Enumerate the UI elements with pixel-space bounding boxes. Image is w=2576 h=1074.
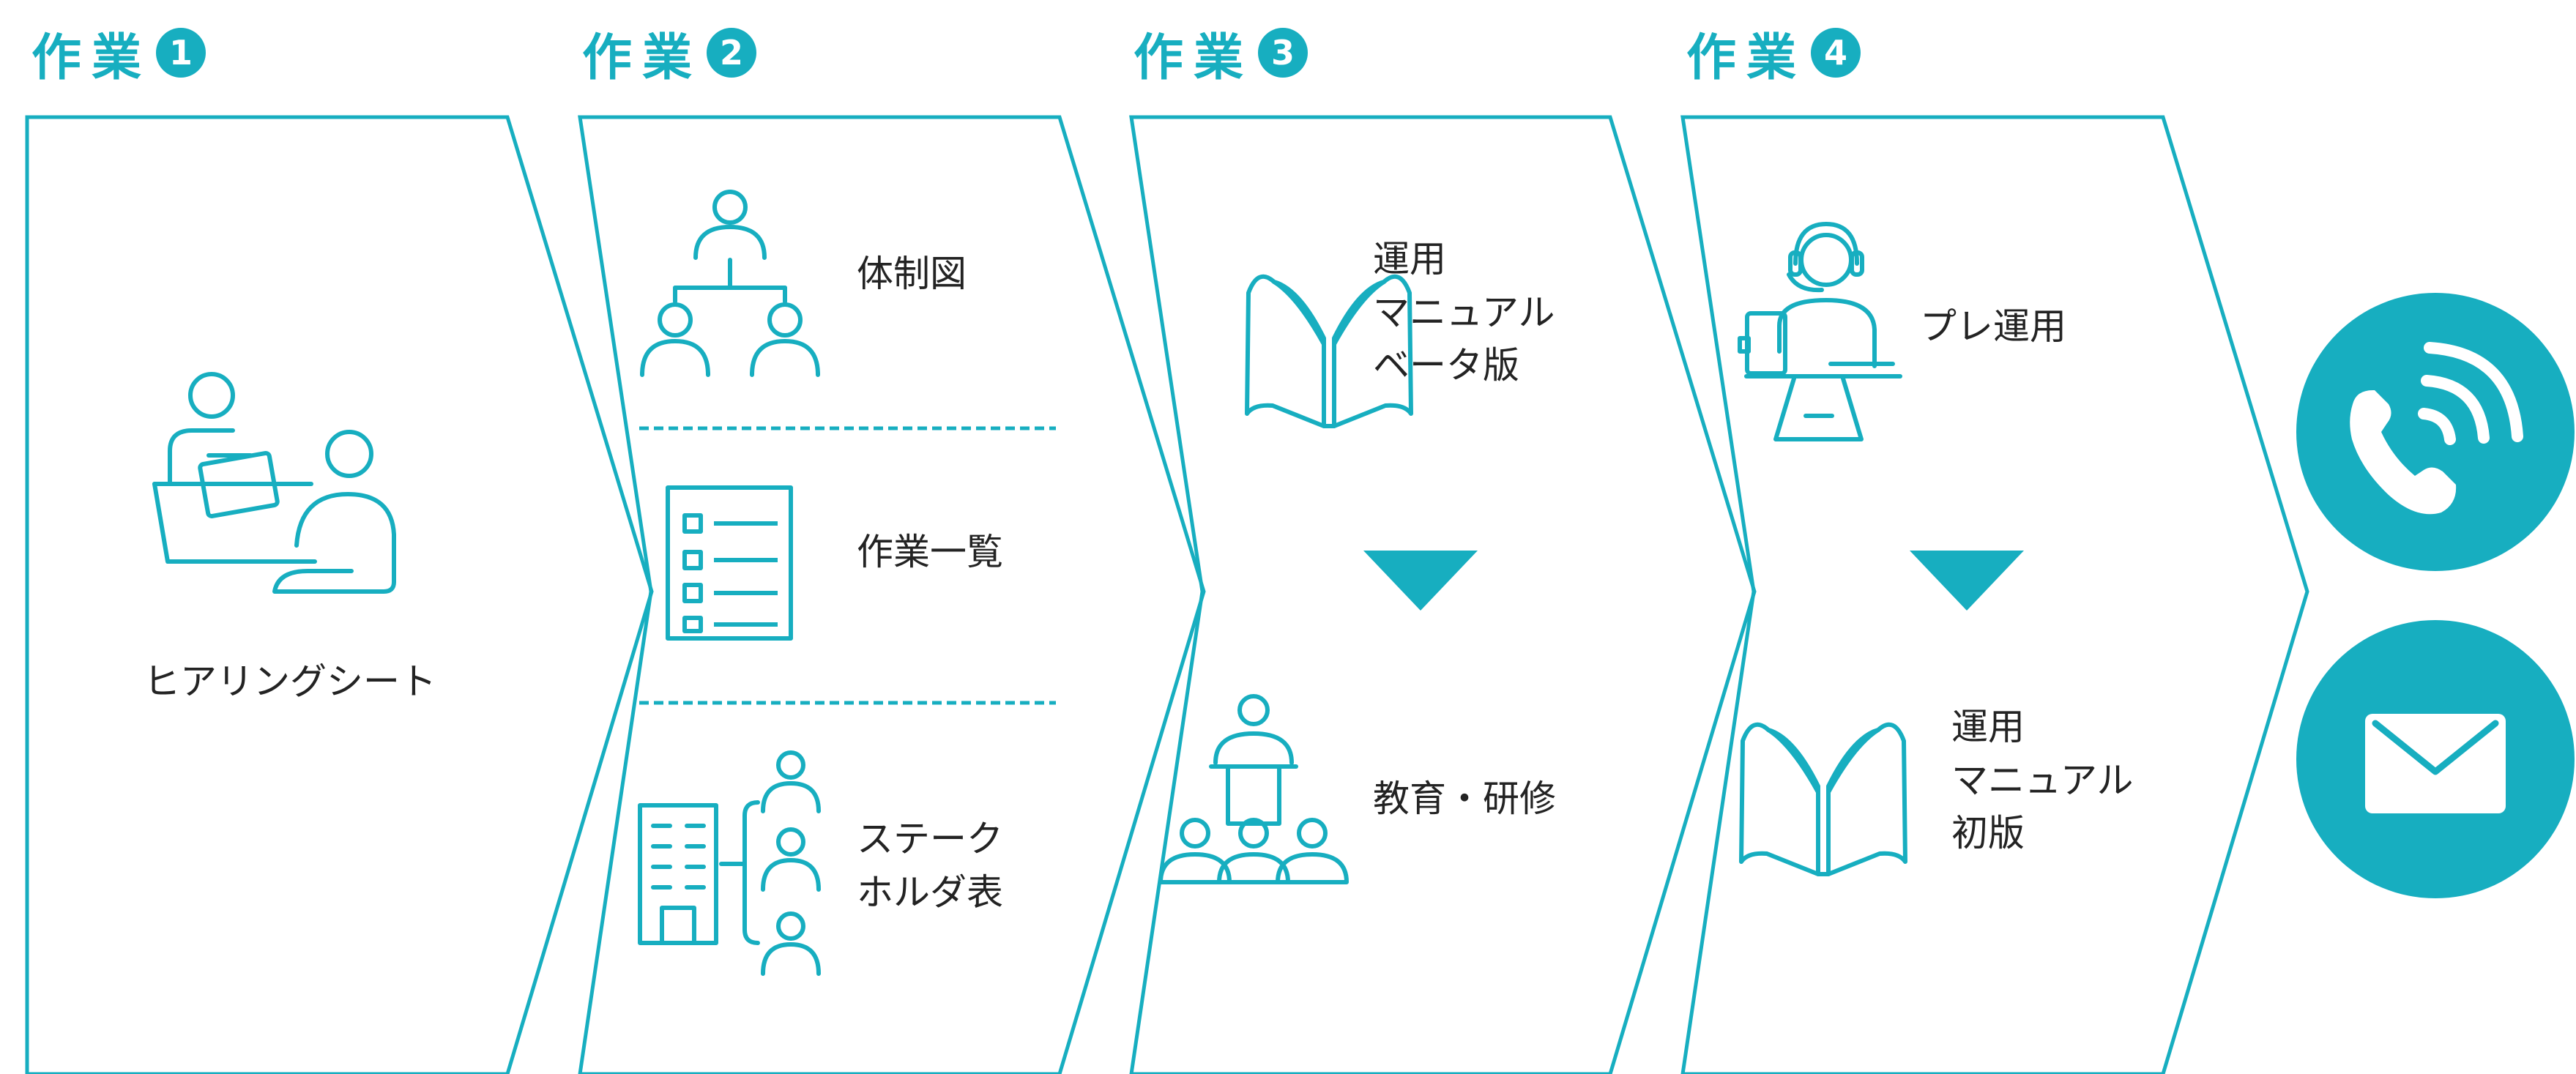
- step-title: 作業: [31, 29, 152, 87]
- stage-frame-3: [1129, 115, 1757, 1074]
- mail-envelope-icon: [2296, 620, 2575, 898]
- stage-frame-4: [1680, 115, 2309, 1074]
- open-book-icon: [1739, 722, 1907, 876]
- hearing-sheet-label: ヒアリングシート: [144, 660, 436, 703]
- down-arrow-icon: [1910, 551, 2024, 611]
- step-label-3: 作業 3: [1133, 18, 1309, 88]
- building-stakeholders-icon: [638, 750, 821, 976]
- hearing-meeting-icon: [152, 372, 396, 594]
- training-label: 教育・研修: [1373, 777, 1556, 820]
- down-arrow-icon: [1363, 551, 1478, 611]
- training-lecture-icon: [1158, 694, 1349, 884]
- step-title: 作業: [582, 29, 703, 87]
- step-number-badge: 1: [156, 28, 206, 78]
- step-number-badge: 3: [1258, 28, 1309, 78]
- step-label-2: 作業 2: [582, 18, 757, 88]
- step-title: 作業: [1686, 29, 1807, 87]
- org-chart-icon: [640, 190, 820, 377]
- stage-frame-2: [578, 115, 1206, 1074]
- step-number-badge: 2: [707, 28, 757, 78]
- step-title: 作業: [1133, 29, 1254, 87]
- open-book-icon: [1245, 274, 1413, 428]
- step-number-badge: 4: [1811, 28, 1861, 78]
- headset-operator-icon: [1738, 222, 1902, 441]
- step-label-4: 作業 4: [1686, 18, 1861, 88]
- manual-first-edition-label: 運用 マニュアル 初版: [1951, 706, 2134, 854]
- task-list-label: 作業一覧: [857, 531, 1003, 573]
- step-label-1: 作業 1: [31, 18, 206, 88]
- org-chart-label: 体制図: [857, 253, 967, 295]
- phone-call-icon: [2296, 293, 2575, 571]
- checklist-icon: [666, 485, 793, 641]
- stakeholder-table-label: ステーク ホルダ表: [857, 818, 1003, 914]
- manual-beta-label: 運用 マニュアル ベータ版: [1373, 238, 1555, 387]
- pre-operation-label: プレ運用: [1920, 305, 2066, 348]
- stage-frame-1: [25, 115, 654, 1074]
